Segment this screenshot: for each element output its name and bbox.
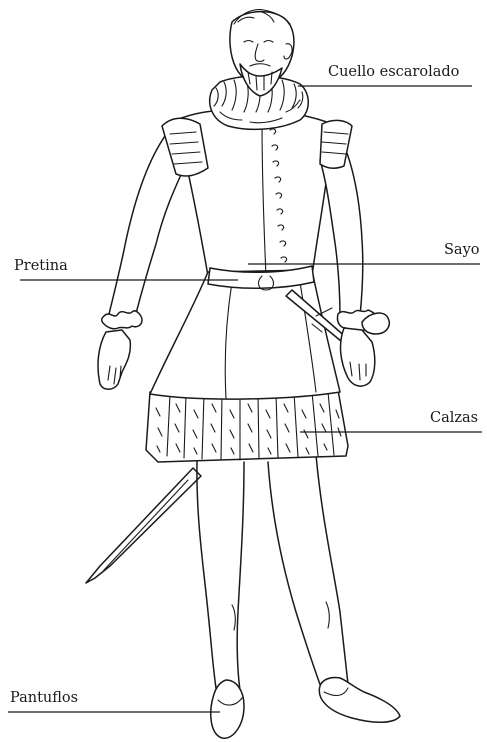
calzas-skirt	[146, 390, 348, 462]
label-cuello-escarolado: Cuello escarolado	[328, 64, 459, 80]
label-sayo: Sayo	[444, 242, 480, 258]
label-pantuflos: Pantuflos	[10, 690, 78, 706]
label-calzas: Calzas	[430, 410, 478, 426]
right-arm	[320, 120, 389, 386]
sword	[86, 468, 201, 583]
shoes	[211, 677, 400, 738]
label-pretina: Pretina	[14, 258, 68, 274]
legs	[197, 455, 348, 700]
